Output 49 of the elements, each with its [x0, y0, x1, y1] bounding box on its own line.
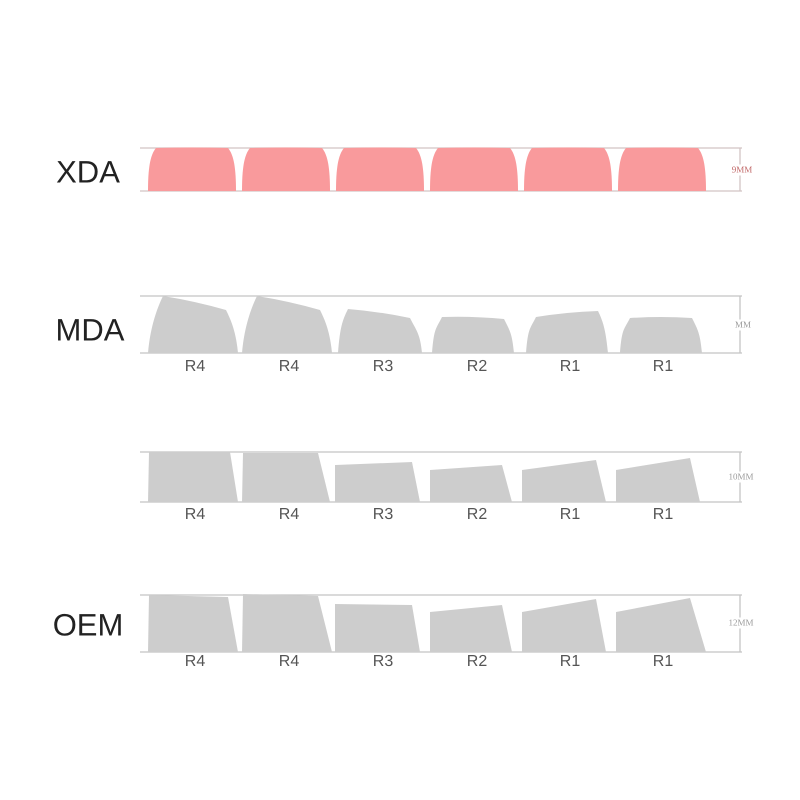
keycap-shape [524, 148, 612, 191]
dimension-label: MM [735, 320, 751, 330]
row-label: R3 [372, 359, 394, 375]
row-label: R4 [184, 654, 206, 670]
keycap-shape [242, 453, 330, 502]
profile-name: OEM [52, 610, 124, 640]
keycap-shape [335, 604, 420, 652]
row-label: R3 [372, 507, 394, 523]
row-label: R4 [278, 359, 300, 375]
row-label: R1 [652, 359, 674, 375]
keycap-shape [620, 318, 702, 353]
dimension-label: 9MM [732, 164, 752, 176]
keycap-shape [335, 462, 420, 502]
keycap-shape [430, 465, 512, 502]
row-label: R1 [652, 507, 674, 523]
row-label: R4 [278, 507, 300, 523]
keycap-shape [242, 148, 330, 191]
row-label: R4 [184, 507, 206, 523]
row-label: R1 [560, 359, 580, 375]
row-label: R2 [466, 507, 488, 523]
keycap-shape [616, 598, 706, 652]
keycap-shape [430, 605, 512, 652]
row-label: R4 [184, 359, 206, 375]
dimension-label: 10MM [728, 472, 754, 482]
keycap-shape [618, 148, 706, 191]
keycap-shape [522, 460, 606, 502]
keycap-shape [148, 148, 236, 191]
keycap-shape [616, 458, 700, 502]
keycap-shape [430, 148, 518, 191]
row-label: R1 [652, 654, 674, 670]
profile-name: MDA [56, 314, 124, 346]
keycap-shape [522, 599, 606, 652]
keycap-shape [242, 296, 332, 353]
keycap-shape [148, 595, 238, 652]
row-label: R1 [560, 507, 580, 523]
keycap-shape [338, 309, 422, 353]
keycap-shape [336, 148, 424, 191]
profile-name: XDA [56, 156, 120, 188]
keycap-shape [432, 317, 514, 353]
row-label: R4 [278, 654, 300, 670]
keycap-shape [148, 452, 238, 502]
row-label: R2 [466, 654, 488, 670]
keycap-shape [242, 594, 332, 652]
row-label: R1 [560, 654, 580, 670]
row-label: R2 [466, 359, 488, 375]
row-label: R3 [372, 654, 394, 670]
dimension-label: 12MM [728, 618, 754, 628]
keycap-shape [148, 296, 238, 353]
keycap-shape [526, 311, 608, 353]
